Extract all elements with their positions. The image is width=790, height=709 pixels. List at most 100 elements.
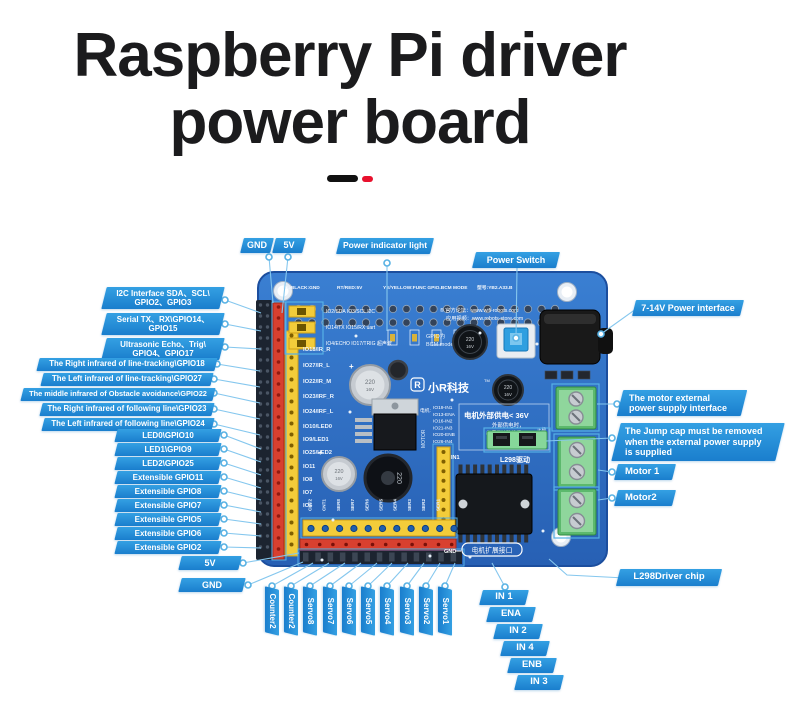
callout-ext-gpio8[interactable]: Extensible GPIO8 (116, 485, 220, 498)
callout-5v-top[interactable]: 5V (274, 238, 304, 253)
callout-in2[interactable]: IN 2 (495, 624, 541, 639)
title-divider-dash (327, 175, 358, 182)
terminal-motor2 (553, 486, 600, 539)
capacitor-black-1: 220 16V (452, 324, 488, 360)
bottom-row-pins (303, 524, 458, 562)
svg-text:IO20-ENB: IO20-ENB (433, 432, 455, 438)
callout-5v-bottom[interactable]: 5V (180, 556, 240, 570)
callout-ext-gpio5[interactable]: Extensible GPIO5 (116, 513, 220, 526)
title-line1: Raspberry Pi driver (73, 21, 627, 90)
callout-servo3[interactable]: Servo3 (400, 588, 414, 634)
center-column-holes (441, 450, 446, 531)
callout-ext-gpio6[interactable]: Extensible GPIO6 (116, 527, 220, 540)
svg-text:IO25/LED2: IO25/LED2 (303, 450, 332, 456)
svg-text:SER5: SER5 (379, 499, 384, 511)
callout-ir-right-line[interactable]: The Right infrared of line-tracking\GPIO… (38, 358, 216, 371)
svg-text:IO6: IO6 (303, 503, 313, 509)
capacitor-silver-1: 220 16V (349, 364, 391, 406)
callout-servo5[interactable]: Servo5 (361, 588, 375, 634)
motor-power-silk-box (458, 403, 550, 451)
plus-silk-1: + (349, 362, 354, 371)
callout-servo7[interactable]: Servo7 (323, 588, 337, 634)
vias (320, 331, 545, 562)
svg-text:GPIO为: GPIO为 (426, 332, 445, 340)
callout-led2[interactable]: LED2\GPIO25 (116, 457, 220, 470)
callout-counter2-a[interactable]: Counter2 (265, 588, 279, 634)
svg-text:SER4: SER4 (393, 499, 398, 511)
smd-cluster (544, 370, 591, 380)
svg-text:CNT2: CNT2 (308, 499, 313, 511)
callout-servo1[interactable]: Servo1 (438, 588, 452, 634)
svg-text:电机扩展接口: 电机扩展接口 (472, 546, 513, 555)
callout-gnd-top[interactable]: GND (242, 238, 272, 253)
svg-text:IO19-IN1: IO19-IN1 (433, 405, 453, 411)
callout-ir-left-follow[interactable]: The Left infrared of following line\GPIO… (43, 418, 213, 431)
callout-in4[interactable]: IN 4 (502, 641, 548, 656)
svg-text:SER2: SER2 (421, 499, 426, 511)
callout-serial[interactable]: Serial TX、RX\GPIO14、GPIO15 (104, 313, 222, 335)
svg-text:220: 220 (365, 380, 376, 386)
svg-text:MOTOR: MOTOR (421, 429, 427, 448)
callout-in3[interactable]: IN 3 (516, 675, 562, 690)
callout-power-indicator[interactable]: Power indicator light (338, 238, 432, 254)
callout-led0[interactable]: LED0\GPIO10 (116, 429, 220, 442)
left-black-header (256, 300, 272, 560)
regulator-chip (355, 398, 419, 451)
callout-motor1[interactable]: Motor 1 (616, 464, 674, 480)
svg-text:IO26-IN4: IO26-IN4 (433, 439, 453, 445)
callout-servo4[interactable]: Servo4 (380, 588, 394, 634)
callout-motor2[interactable]: Motor2 (616, 490, 674, 506)
callout-servo2[interactable]: Servo2 (419, 588, 433, 634)
callout-ext-gpio11[interactable]: Extensible GPIO11 (116, 471, 220, 484)
callout-ir-right-follow[interactable]: The Right infrared of following line\GPI… (41, 403, 213, 416)
svg-text:R: R (414, 380, 421, 390)
capacitor-silver-2: 220 16V (321, 456, 357, 492)
left-silkscreen: IO18/IR_RIO27/IR_LIO22/IR_MIO23/IRF_RIO2… (303, 347, 335, 509)
svg-text:16V: 16V (504, 392, 512, 397)
callout-ir-middle-obstacle[interactable]: The middle infrared of Obstacle avoidanc… (22, 388, 214, 401)
svg-text:CNT1: CNT1 (322, 499, 327, 511)
svg-text:应用视频：www.robots-store.com: 应用视频：www.robots-store.com (446, 314, 523, 322)
svg-text:16V: 16V (366, 387, 375, 392)
callout-in1[interactable]: IN 1 (481, 590, 527, 605)
svg-text:SER8: SER8 (336, 499, 341, 511)
highlight-black-row (297, 548, 465, 567)
title-divider-dot (362, 176, 373, 182)
callout-i2c[interactable]: I2C Interface SDA、SCL\GPIO2、GPIO3 (104, 287, 222, 309)
svg-text:IO22/IR_M: IO22/IR_M (303, 379, 331, 385)
callout-led1[interactable]: LED1\GPIO9 (116, 443, 220, 456)
svg-text:IO21-IN3: IO21-IN3 (433, 425, 453, 431)
callout-ena[interactable]: ENA (488, 607, 534, 622)
svg-text:IO10/LED0: IO10/LED0 (303, 424, 332, 430)
callout-gnd-bottom[interactable]: GND (180, 578, 244, 592)
callout-ext-gpio2[interactable]: Extensible GPIO2 (116, 541, 220, 554)
svg-text:IO13-ENA: IO13-ENA (433, 412, 456, 418)
callout-ir-left-line[interactable]: The Left infrared of line-tracking\GPIO2… (42, 373, 212, 386)
in1-silk: IN1 (451, 455, 460, 461)
callout-ext-gpio7[interactable]: Extensible GPIO7 (116, 499, 220, 512)
callout-power-interface[interactable]: 7-14V Power interface (634, 300, 742, 316)
svg-text:IO4/ECHO IO17/TRIG 超声波: IO4/ECHO IO17/TRIG 超声波 (326, 340, 392, 347)
callout-ultrasonic[interactable]: Ultrasonic Echo、Trig\GPIO4、GPIO17 (104, 338, 222, 360)
svg-text:小R科技: 小R科技 (427, 381, 470, 395)
callout-servo8[interactable]: Servo8 (303, 588, 317, 634)
svg-text:IO16-IN2: IO16-IN2 (433, 419, 453, 425)
callout-counter2-b[interactable]: Counter2 (284, 588, 298, 634)
svg-text:220: 220 (466, 337, 475, 343)
mode-jumper-block (284, 301, 324, 355)
svg-text:IO14/TX IO15/RX uart: IO14/TX IO15/RX uart (326, 325, 376, 331)
svg-text:外部供电时，: 外部供电时， (492, 421, 524, 429)
callout-power-switch[interactable]: Power Switch (474, 252, 558, 268)
svg-text:IO24/IRF_L: IO24/IRF_L (303, 409, 334, 415)
callout-l298-driver[interactable]: L298Driver chip (618, 569, 720, 586)
svg-text:220: 220 (335, 469, 344, 475)
svg-text:IO23/IRF_R: IO23/IRF_R (303, 394, 335, 400)
jumper-cap-block[interactable] (483, 427, 551, 453)
callout-enb[interactable]: ENB (509, 658, 555, 673)
callout-servo6[interactable]: Servo6 (342, 588, 356, 634)
